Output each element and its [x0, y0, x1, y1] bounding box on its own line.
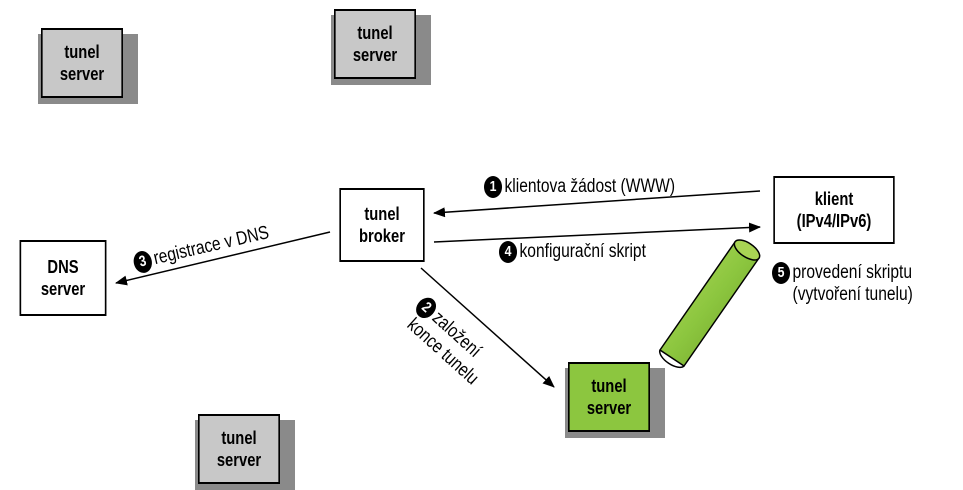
tunnel-tube	[658, 239, 761, 369]
tunel-server-box-3: tunel server	[198, 414, 280, 484]
step-number-badge: 5	[772, 262, 791, 284]
dns-server-box: DNS server	[19, 240, 107, 316]
node-label: tunel	[357, 23, 393, 43]
step-text: klientova žádost (WWW)	[504, 176, 676, 198]
step-text: (vytvoření tunelu)	[792, 284, 913, 305]
arrow-tunnel-endpoint	[420, 267, 555, 388]
tunel-server-box-2: tunel server	[334, 9, 416, 79]
node-label: broker	[359, 226, 405, 246]
step-text: konfigurační skript	[519, 241, 646, 263]
tunel-server-box-1: tunel server	[41, 28, 123, 98]
step-text: provedení skriptu	[792, 262, 913, 284]
node-label: tunel	[591, 376, 627, 396]
node-label: server	[59, 64, 105, 84]
arrow-config-script	[433, 222, 761, 243]
tunel-broker-box: tunel broker	[339, 188, 425, 262]
step-number-badge: 1	[484, 176, 503, 198]
node-label: server	[216, 450, 262, 470]
step-number-badge: 3	[131, 249, 155, 275]
node-label: tunel	[364, 204, 400, 224]
node-label: klient	[814, 189, 854, 209]
node-label: tunel	[64, 42, 100, 62]
node-label: (IPv4/IPv6)	[796, 211, 872, 231]
klient-box: klient (IPv4/IPv6)	[773, 176, 895, 244]
step-number-badge: 4	[499, 241, 518, 263]
node-label: server	[586, 398, 632, 418]
node-label: server	[40, 279, 86, 299]
arrow-dns-registration	[115, 231, 331, 286]
tunel-server-green-box: tunel server	[568, 362, 650, 432]
node-label: DNS	[47, 257, 79, 277]
node-label: tunel	[221, 428, 257, 448]
arrow-request	[433, 190, 761, 218]
node-label: server	[352, 45, 398, 65]
